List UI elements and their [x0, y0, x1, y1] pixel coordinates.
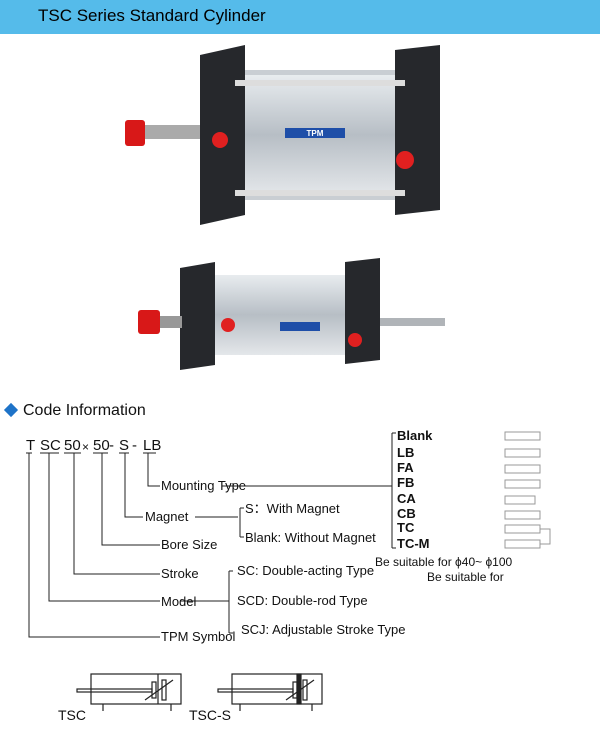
- page-title: TSC Series Standard Cylinder: [38, 6, 266, 25]
- section-title: Code Information: [23, 402, 146, 419]
- mounting-option: CB: [397, 506, 416, 521]
- magnet-option: S：With Magnet: [245, 501, 340, 516]
- svg-text:TPM: TPM: [307, 129, 324, 138]
- code-part-bore: 50: [64, 437, 81, 454]
- cylinder-photo-1: TPM: [125, 45, 440, 225]
- label-mounting-type: Mounting Type: [161, 478, 247, 493]
- code-part-times: ×: [82, 440, 90, 454]
- code-part-model: SC: [40, 437, 61, 454]
- symbol-label-tsc: TSC: [58, 707, 86, 723]
- cylinder-photo-2: [138, 258, 445, 370]
- mounting-option: CA: [397, 491, 416, 506]
- model-option: SCJ: Adjustable Stroke Type: [241, 622, 406, 637]
- code-part-t: T: [26, 437, 36, 454]
- label-magnet: Magnet: [145, 509, 189, 524]
- label-stroke: Stroke: [161, 566, 199, 581]
- label-tpm-symbol: TPM Symbol: [161, 629, 236, 644]
- model-option: SCD: Double-rod Type: [237, 593, 368, 608]
- mounting-option: FA: [397, 460, 414, 475]
- mounting-option: TC-M: [397, 536, 430, 551]
- code-part-magnet: S: [119, 437, 130, 454]
- code-part-mounting: LB: [143, 437, 162, 454]
- mounting-thumbnails: [504, 431, 551, 549]
- tsc-s-symbol: [217, 673, 323, 711]
- mounting-option: LB: [397, 445, 415, 460]
- model-option: SC: Double-acting Type: [237, 563, 375, 578]
- diamond-icon: [3, 402, 19, 418]
- code-part-dash: -: [132, 437, 137, 454]
- code-part-stroke: 50: [93, 437, 110, 454]
- suitable-range-note: Be suitable for ϕ40~ ϕ100: [375, 555, 513, 569]
- tsc-symbol: [76, 673, 182, 711]
- product-photos: TPM: [125, 45, 445, 370]
- mounting-option: TC: [397, 520, 415, 535]
- magnet-option: Blank: Without Magnet: [245, 530, 376, 545]
- header-bar: TSC Series Standard Cylinder: [0, 0, 600, 34]
- mounting-option: Blank: [397, 428, 433, 443]
- symbol-label-tsc-s: TSC-S: [189, 707, 231, 723]
- suitable-note: Be suitable for: [427, 570, 504, 584]
- label-model: Model: [161, 594, 197, 609]
- mounting-option: FB: [397, 475, 415, 490]
- code-part-dash: -: [109, 437, 114, 454]
- label-bore-size: Bore Size: [161, 537, 218, 552]
